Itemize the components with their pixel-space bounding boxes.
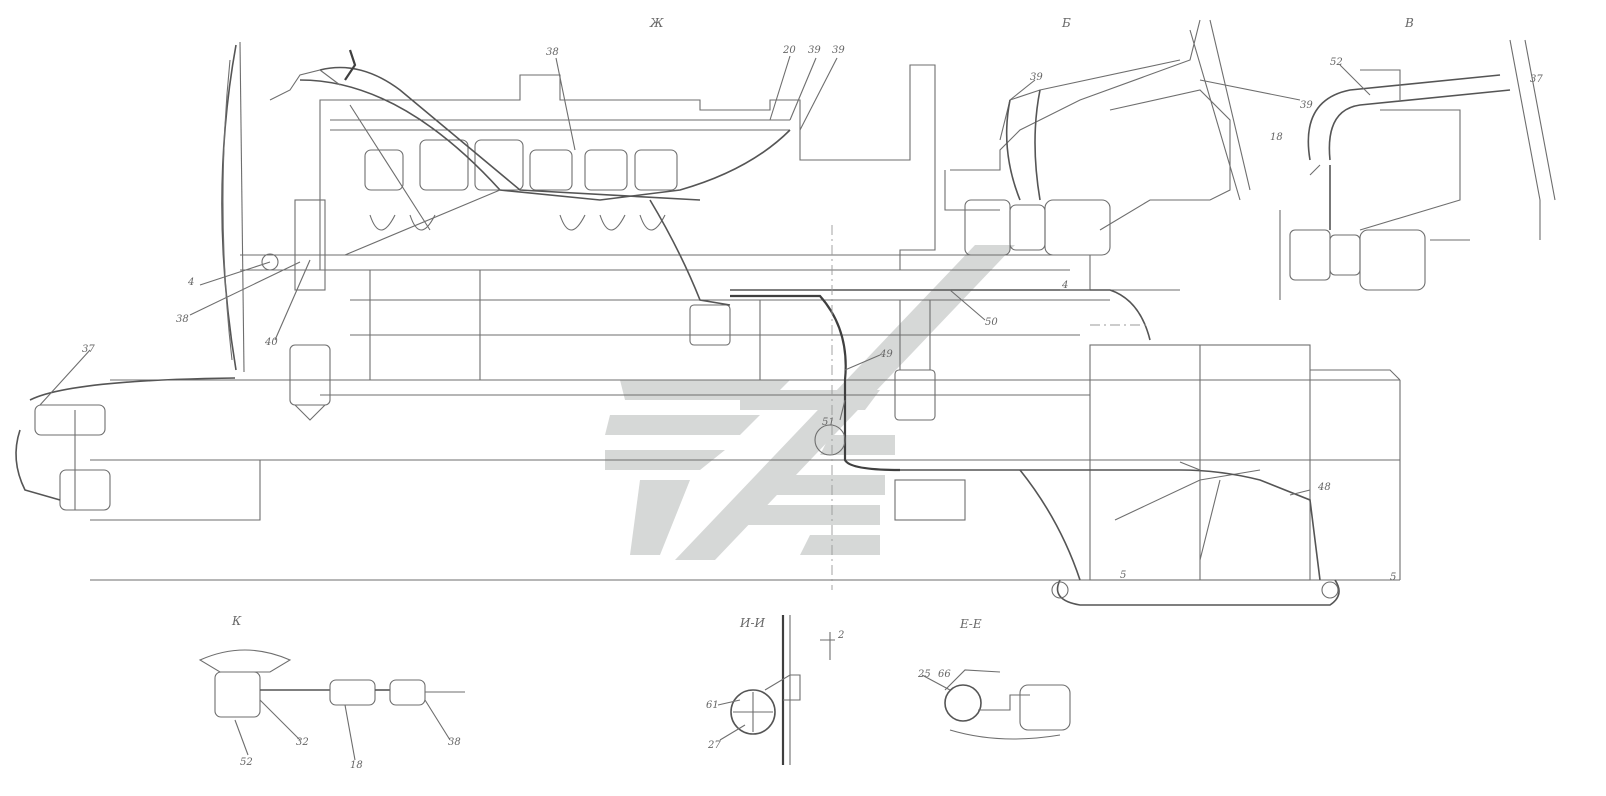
callout: 38: [448, 737, 461, 748]
callout: 5: [1390, 572, 1396, 583]
callout: 38: [546, 47, 559, 58]
title-view-zh: Ж: [649, 16, 664, 30]
title-view-i: И-И: [739, 616, 766, 630]
title-view-e: Е-Е: [959, 617, 982, 631]
title-view-b: Б: [1061, 16, 1071, 30]
view-i: [730, 615, 835, 765]
callout: 4: [1061, 280, 1068, 291]
callout: 27: [707, 740, 721, 751]
callout: 5: [1120, 570, 1126, 581]
callout: 20: [782, 45, 796, 56]
callout: 4: [187, 277, 194, 288]
callout: 25: [917, 669, 931, 680]
view-k: [198, 649, 465, 718]
callout: 40: [264, 337, 278, 348]
callout-labels: 38 20 39 39 4 38 37 40 50 49 51 4 48 5 5…: [82, 45, 1543, 771]
emblem-logo: [605, 245, 1015, 560]
callout: 2: [837, 630, 844, 641]
view-v: [1279, 39, 1556, 300]
callout: 49: [879, 349, 893, 360]
callout: 37: [1530, 74, 1543, 85]
front-light-assembly: [15, 377, 236, 511]
callout: 32: [296, 737, 309, 748]
fan-disc: [221, 44, 237, 371]
main-assembly-view: [15, 41, 1401, 606]
callout: 66: [938, 669, 951, 680]
view-titles: Ж Б В К И-И Е-Е: [231, 16, 1414, 631]
callout: 38: [176, 314, 189, 325]
title-view-k: К: [231, 614, 242, 628]
view-e: [944, 669, 1071, 740]
callout: 50: [985, 317, 998, 328]
callout: 37: [82, 344, 95, 355]
leader-lines: [39, 55, 1371, 761]
callout: 18: [1270, 132, 1283, 143]
callout: 52: [240, 757, 253, 768]
callout: 39: [1300, 100, 1313, 111]
central-filter: [649, 199, 1151, 521]
rear-tank: [900, 469, 1340, 606]
callout: 18: [350, 760, 363, 771]
title-view-v: В: [1404, 16, 1414, 30]
callout: 52: [1330, 57, 1343, 68]
callout: 39: [1030, 72, 1043, 83]
callout: 39: [808, 45, 821, 56]
callout: 39: [832, 45, 845, 56]
callout: 48: [1317, 482, 1331, 493]
callout: 51: [822, 417, 835, 428]
view-b: [944, 19, 1251, 256]
cylinder-heads: [364, 139, 678, 191]
pump-unit: [261, 199, 331, 421]
callout: 61: [706, 700, 719, 711]
frame-rail-upper: [240, 254, 1180, 291]
